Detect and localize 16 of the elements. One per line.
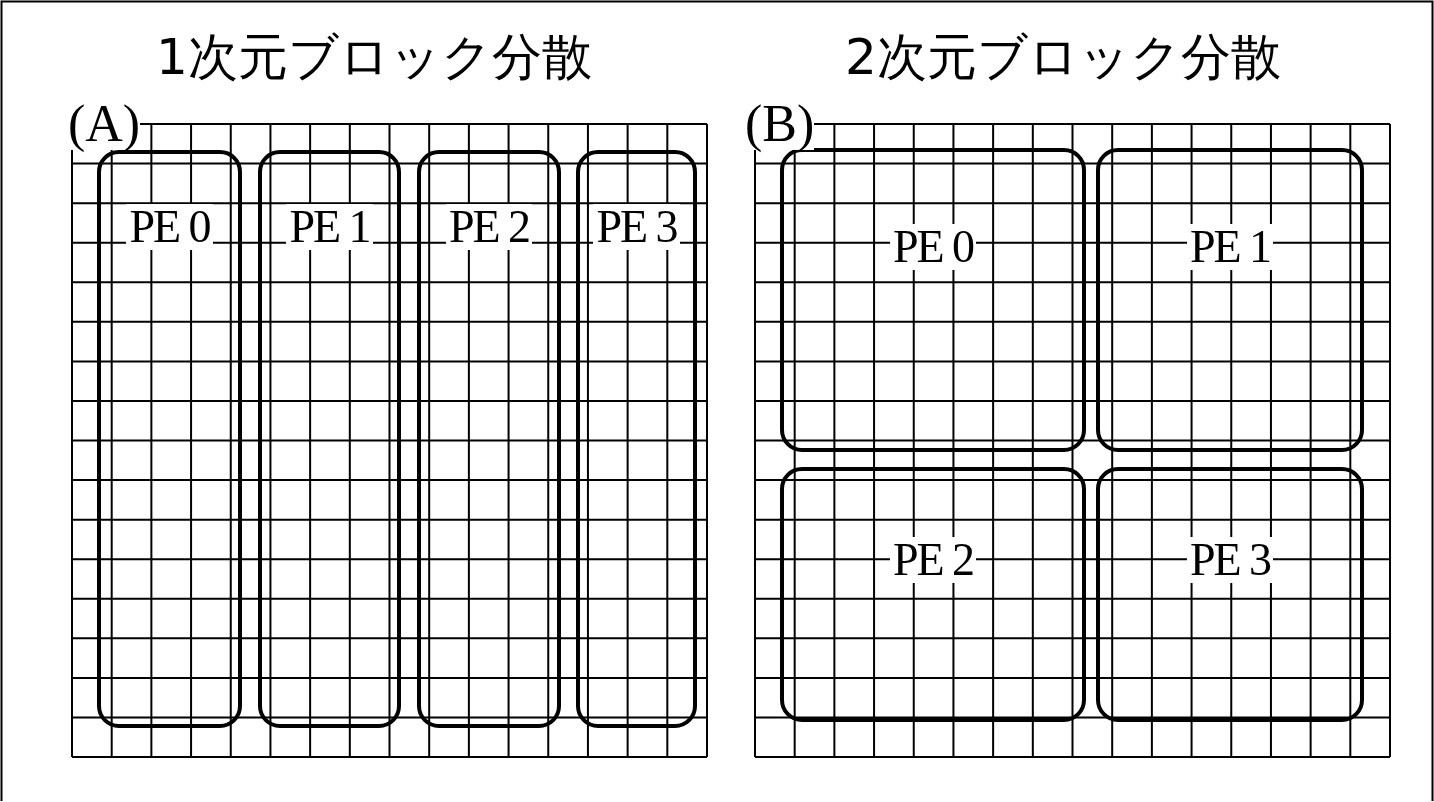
rounded-box	[780, 467, 1086, 722]
box-label: PE 1	[286, 204, 373, 250]
rounded-box	[417, 150, 561, 728]
box-label: PE 2	[445, 204, 533, 250]
rounded-box	[576, 150, 697, 728]
box-label: PE 0	[126, 204, 213, 250]
rounded-box	[97, 150, 242, 728]
box-label: PE 3	[593, 204, 680, 250]
rounded-box	[258, 150, 401, 728]
box-label: PE 3	[1186, 537, 1274, 583]
rounded-box	[1096, 148, 1364, 452]
box-label: PE 0	[889, 224, 977, 270]
rounded-box	[1096, 467, 1364, 722]
box-label: PE 2	[889, 537, 977, 583]
box-label: PE 1	[1186, 224, 1274, 270]
panel-title: 2次元ブロック分散	[845, 32, 1281, 82]
